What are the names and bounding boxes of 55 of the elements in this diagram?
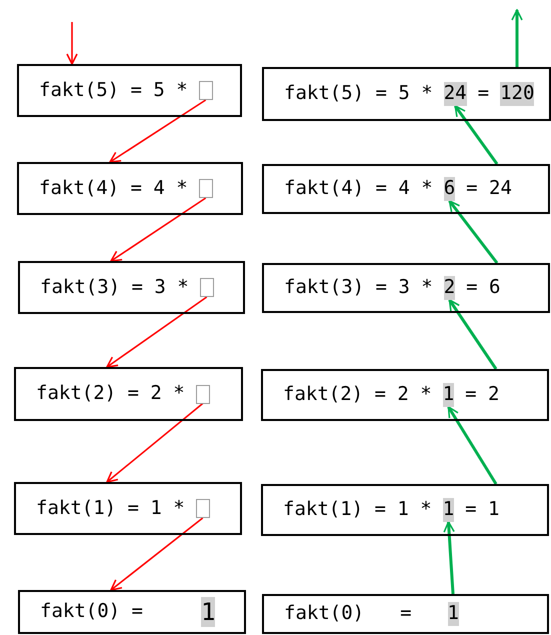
result-value: 120 <box>500 82 534 106</box>
arrow <box>454 105 498 165</box>
call-box <box>17 64 242 117</box>
formula-text: = <box>478 82 490 106</box>
placeholder-box <box>196 384 210 404</box>
arrow <box>106 402 204 483</box>
arrow <box>106 296 208 368</box>
call-box <box>14 482 242 535</box>
call-box <box>18 261 245 314</box>
formula-text: fakt(0) = <box>40 600 143 624</box>
arrow <box>66 22 78 65</box>
call-box <box>14 367 243 421</box>
formula-text: fakt(4) = 4 * <box>39 176 188 200</box>
result-value: 6 <box>444 177 456 201</box>
call-box <box>17 162 243 215</box>
formula-text: = <box>400 602 412 626</box>
arrow <box>447 406 498 485</box>
placeholder-box <box>198 81 213 100</box>
formula-text: fakt(3) = 3 * <box>40 276 189 300</box>
call-box <box>262 164 550 214</box>
arrow <box>448 299 498 370</box>
placeholder-box <box>198 179 213 198</box>
result-value: 2 <box>444 276 456 300</box>
placeholder-box <box>196 499 210 518</box>
formula-text: fakt(2) = 2 * <box>36 382 185 406</box>
result-value: 1 <box>442 383 454 407</box>
arrow <box>443 521 455 594</box>
formula-text: = 1 <box>465 498 500 522</box>
result-value: 1 <box>200 597 216 627</box>
formula-text: fakt(4) = 4 * <box>284 177 433 201</box>
call-box <box>262 594 549 634</box>
formula-text: fakt(5) = 5 * <box>39 78 188 102</box>
arrow <box>109 99 206 163</box>
call-box <box>261 484 549 536</box>
call-box <box>262 67 551 121</box>
formula-text: fakt(1) = 1 * <box>283 498 432 522</box>
call-box <box>18 590 246 634</box>
formula-text: fakt(5) = 5 * <box>284 82 433 106</box>
formula-text: fakt(2) = 2 * <box>283 383 432 407</box>
arrow <box>448 200 498 264</box>
formula-text: = 2 <box>465 383 500 407</box>
result-value: 1 <box>442 498 454 522</box>
arrow <box>511 9 523 67</box>
call-box <box>262 263 550 313</box>
placeholder-box <box>200 278 214 297</box>
result-value: 24 <box>444 82 467 106</box>
formula-text: fakt(1) = 1 * <box>36 496 185 520</box>
arrow <box>110 517 204 591</box>
formula-text: = 24 <box>466 177 512 201</box>
formula-text: fakt(0) <box>284 602 364 626</box>
arrow <box>110 197 206 262</box>
formula-text: fakt(3) = 3 * <box>284 276 433 300</box>
call-box <box>261 369 549 421</box>
result-value: 1 <box>448 602 459 626</box>
formula-text: = 6 <box>466 276 500 300</box>
